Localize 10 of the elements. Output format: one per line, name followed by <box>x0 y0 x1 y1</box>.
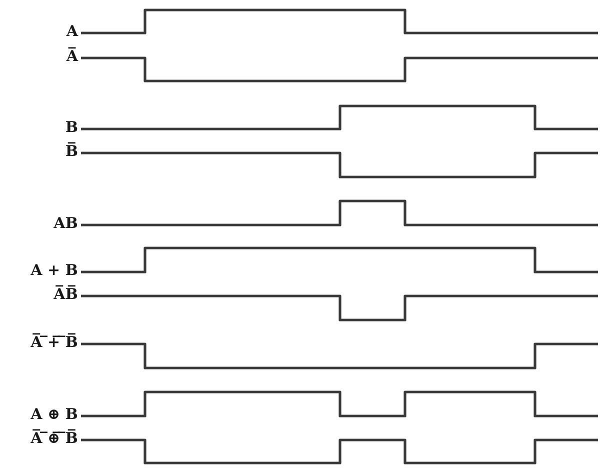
signal-label: AB <box>54 213 78 234</box>
signal-label: A <box>66 21 78 42</box>
signal-label: A̅ <box>66 46 78 67</box>
signal-label: A ⊕ B <box>30 404 78 425</box>
signal-label: B̅ <box>65 141 78 162</box>
signal-label: A + B <box>30 260 78 281</box>
signal-label: A̅ ̅+̅ ̅B̅ <box>30 332 78 353</box>
signal-label: B <box>65 117 78 138</box>
signal-label: A̅ ̅⊕̅ ̅B̅ <box>30 428 78 449</box>
signal-label: A̅B̅ <box>54 284 78 305</box>
